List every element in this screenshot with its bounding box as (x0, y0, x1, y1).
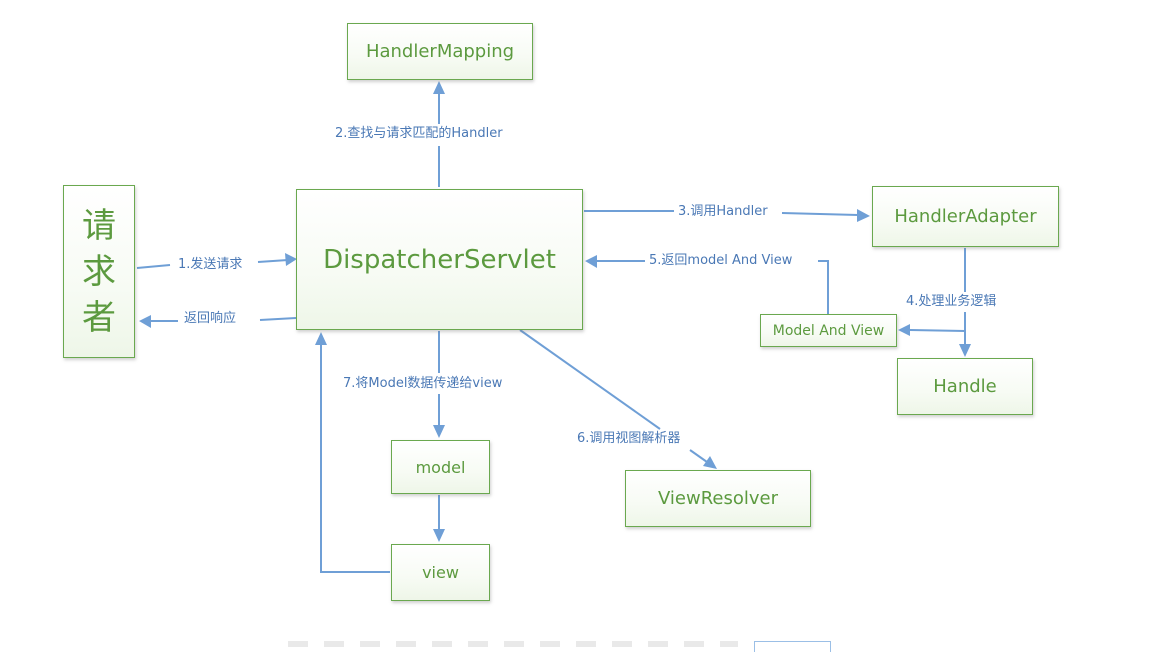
requester-box: 请求者 (63, 185, 135, 358)
model-label: model (415, 457, 466, 477)
handler-adapter-label: HandlerAdapter (894, 206, 1037, 227)
handle-label: Handle (933, 376, 997, 397)
arrowhead-pass-model (433, 425, 445, 438)
cropped-text-fragment (288, 641, 738, 647)
arrowhead-process-logic (959, 344, 971, 357)
arrow-view-to-ds (320, 343, 390, 573)
arrow-return-response (259, 317, 297, 321)
edge-label-pass-model: 7.将Model数据传递给view (341, 376, 505, 392)
edge-label-return-mav: 5.返回model And View (647, 253, 795, 269)
arrowhead-view-to-ds (315, 332, 327, 345)
model-and-view-box: Model And View (760, 314, 897, 347)
arrow-to-mav (909, 329, 966, 332)
arrow-send-request-2 (257, 259, 289, 263)
handler-adapter-box: HandlerAdapter (872, 186, 1059, 247)
edge-label-return-response: 返回响应 (182, 311, 239, 327)
view-label: view (422, 563, 459, 582)
model-and-view-label: Model And View (772, 322, 885, 339)
handle-box: Handle (897, 358, 1033, 415)
view-resolver-label: ViewResolver (657, 488, 778, 509)
arrowhead-send-request (285, 253, 297, 266)
model-box: model (391, 440, 490, 494)
edge-label-process-logic: 4.处理业务逻辑 (904, 294, 999, 310)
arrowhead-call-handler (857, 209, 870, 222)
handler-mapping-box: HandlerMapping (347, 23, 533, 80)
edge-label-find-handler: 2.查找与请求匹配的Handler (333, 126, 505, 142)
arrowhead-return-mav (585, 255, 597, 268)
arrowhead-find-handler (433, 81, 445, 94)
edge-label-call-handler: 3.调用Handler (676, 204, 770, 220)
arrow-call-handler-2 (781, 212, 859, 216)
arrow-call-view-resolver-2 (689, 449, 708, 463)
arrowhead-return-response (139, 315, 151, 328)
view-resolver-box: ViewResolver (625, 470, 811, 527)
handler-mapping-label: HandlerMapping (365, 41, 515, 62)
dispatcher-servlet-label: DispatcherServlet (323, 244, 556, 275)
dispatcher-servlet-box: DispatcherServlet (296, 189, 583, 330)
view-box: view (391, 544, 490, 601)
arrowhead-call-view-resolver (703, 456, 717, 469)
arrowhead-model-to-view (433, 529, 445, 542)
arrowhead-to-mav (898, 324, 910, 336)
requester-label: 请求者 (82, 205, 116, 338)
edge-label-send-request: 1.发送请求 (176, 257, 245, 273)
arrow-send-request (136, 264, 171, 269)
arrow-call-view-resolver (519, 329, 661, 430)
arrow-return-mav (818, 260, 829, 314)
edge-label-call-view-resolver: 6.调用视图解析器 (575, 431, 683, 447)
